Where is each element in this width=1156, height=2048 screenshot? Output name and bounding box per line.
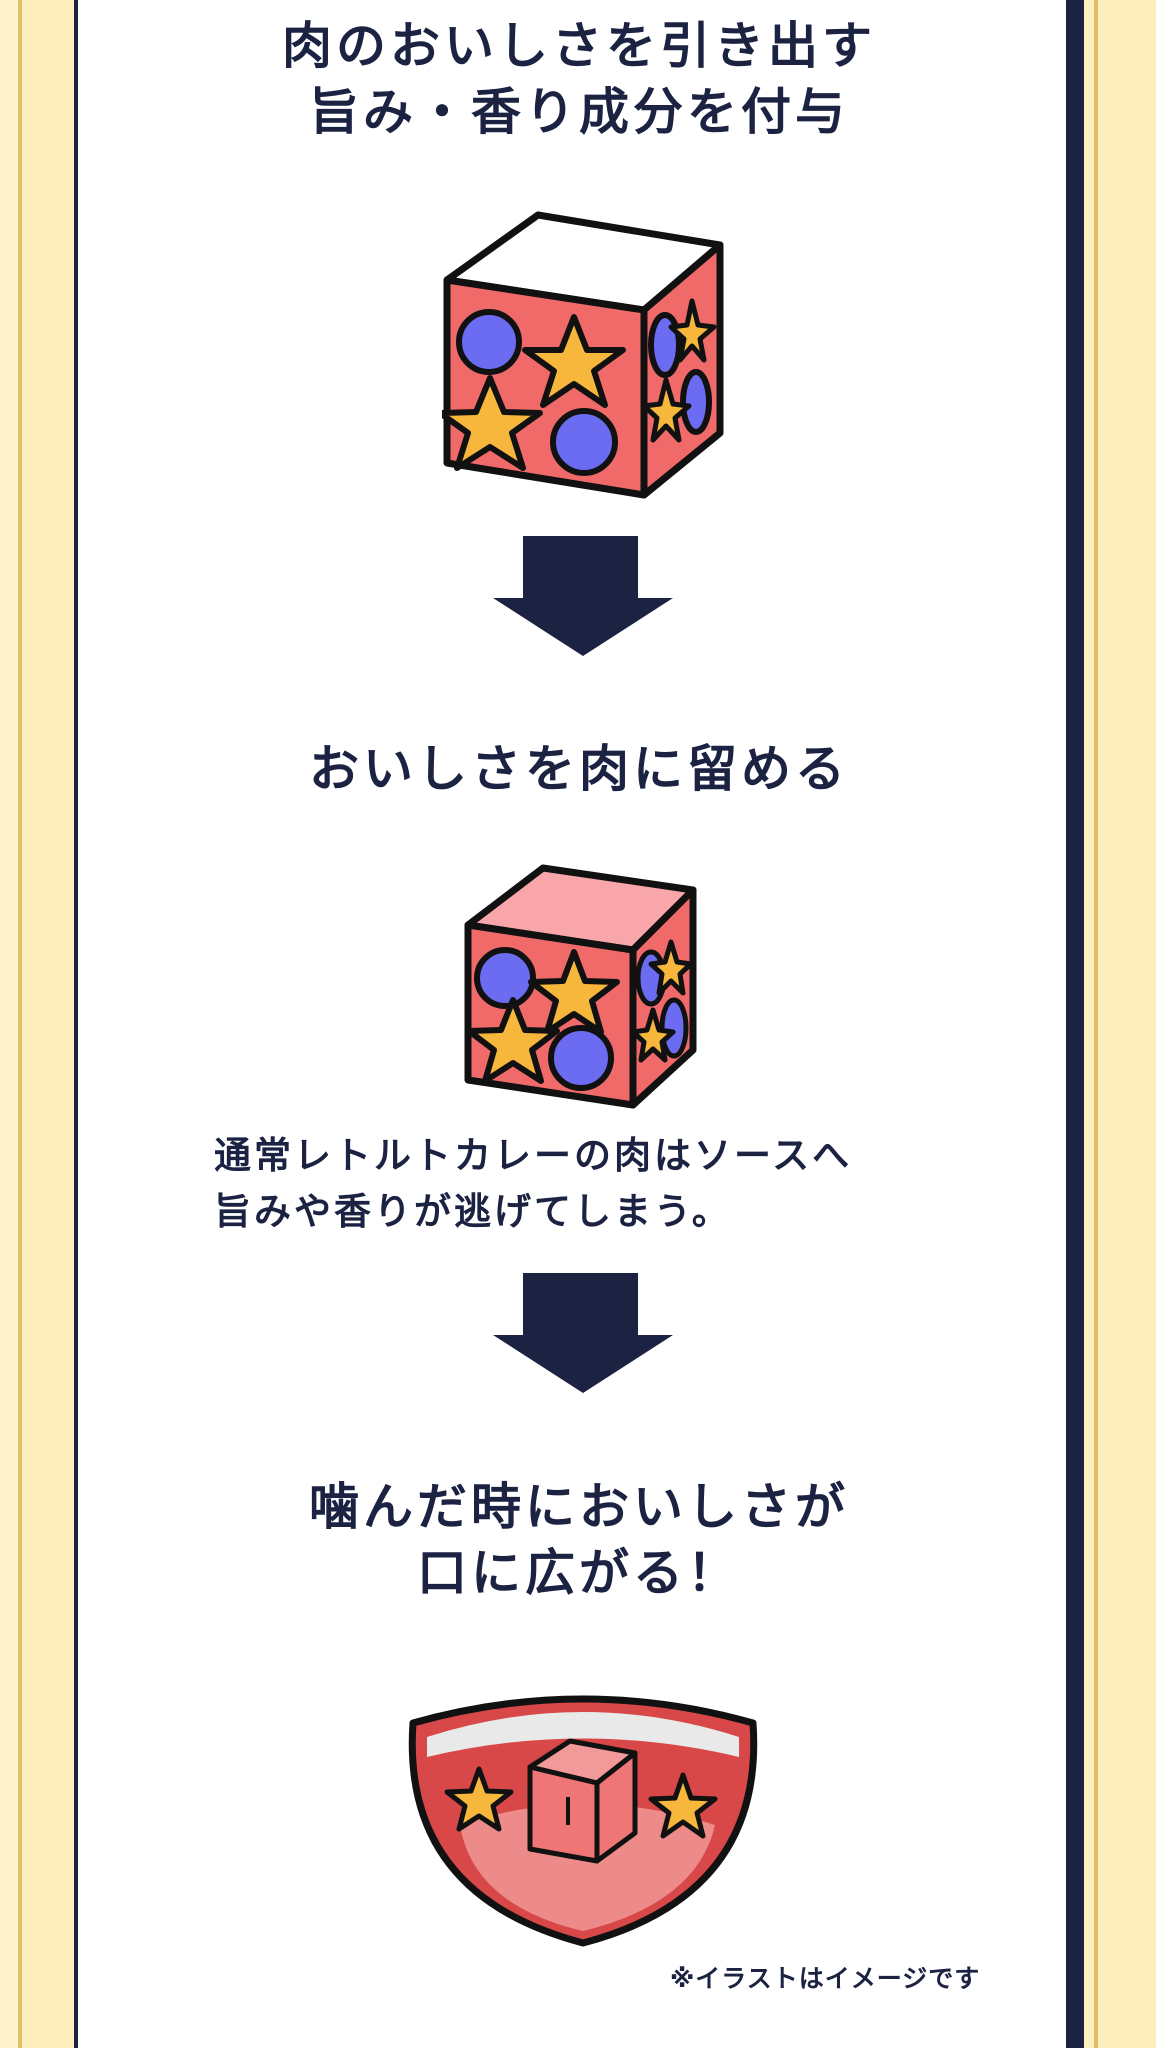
step1-heading-line-1: 肉のおいしさを引き出す bbox=[282, 17, 876, 75]
down-arrow-icon bbox=[493, 1273, 673, 1393]
step3-heading-line-1: 噛んだ時においしさが bbox=[309, 1478, 849, 1536]
right-gold-border bbox=[1094, 0, 1098, 2048]
step3-heading-line-2: 口に広がる！ bbox=[417, 1544, 741, 1602]
down-arrow-icon bbox=[493, 536, 673, 656]
left-cream-stripe bbox=[22, 0, 70, 2048]
step1-heading-line-2: 旨み・香り成分を付与 bbox=[309, 83, 849, 141]
right-cream-stripe bbox=[1108, 0, 1156, 2048]
illustration-disclaimer: ※イラストはイメージです bbox=[670, 1964, 981, 1993]
step2-heading: おいしさを肉に留める bbox=[309, 740, 849, 798]
step2-note-line-1: 通常レトルトカレーの肉はソースへ bbox=[214, 1134, 853, 1177]
step2-note: 通常レトルトカレーの肉はソースへ 旨みや香りが逃げてしまう。 bbox=[214, 1128, 974, 1240]
curry-bowl-icon bbox=[408, 1695, 758, 1947]
step2-note-line-2: 旨みや香りが逃げてしまう。 bbox=[214, 1190, 732, 1233]
left-outer-stripe bbox=[0, 0, 18, 2048]
left-gold-border bbox=[18, 0, 22, 2048]
step1-heading: 肉のおいしさを引き出す 旨み・香り成分を付与 bbox=[74, 13, 1084, 145]
flavor-cube-small-icon bbox=[464, 864, 697, 1109]
flavor-cube-icon bbox=[442, 211, 724, 499]
step3-heading: 噛んだ時においしさが 口に広がる！ bbox=[74, 1474, 1084, 1606]
